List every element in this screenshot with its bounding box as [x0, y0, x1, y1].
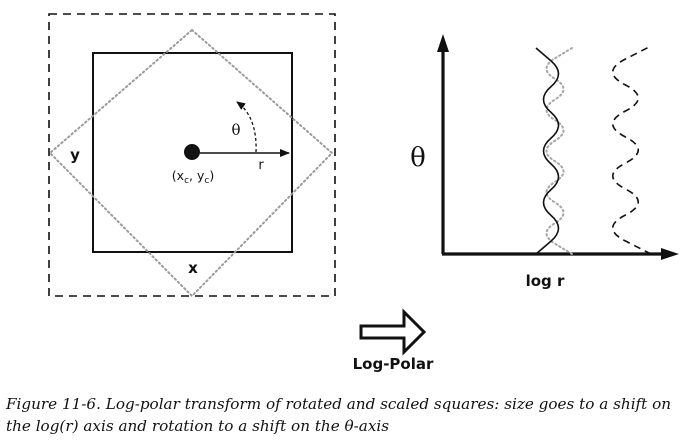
- rotation-arrow: [236, 101, 257, 153]
- log-polar-plot: θ log r: [410, 34, 679, 290]
- rotated-square-curve: [545, 47, 573, 255]
- log-polar-label: Log-Polar: [353, 355, 434, 373]
- squares-panel: θ r y x (xc, yc): [48, 13, 336, 298]
- caption-line-1: Figure 11-6. Log-polar transform of rota…: [6, 395, 672, 413]
- log-r-axis-arrowhead: [661, 248, 679, 260]
- rotated-square: [48, 28, 334, 298]
- figure-caption: Figure 11-6. Log-polar transform of rota…: [6, 393, 678, 437]
- log-r-axis-label: log r: [526, 272, 565, 290]
- caption-line-2: the log(r) axis and rotation to a shift …: [6, 417, 390, 435]
- theta-axis-label: θ: [410, 143, 426, 173]
- theta-label: θ: [231, 121, 240, 139]
- outer-scaled-square: [48, 13, 336, 297]
- x-label: x: [188, 259, 198, 277]
- original-square-curve: [535, 47, 560, 255]
- center-coordinates-label: (xc, yc): [172, 168, 214, 186]
- y-label: y: [70, 146, 80, 164]
- double-arrow-icon: [359, 308, 427, 356]
- transform-indicator: Log-Polar: [353, 308, 434, 373]
- r-label: r: [258, 158, 264, 173]
- original-square: [92, 52, 293, 253]
- theta-axis-arrowhead: [437, 34, 449, 52]
- center-point: [184, 144, 200, 160]
- scaled-square-curve: [611, 45, 652, 255]
